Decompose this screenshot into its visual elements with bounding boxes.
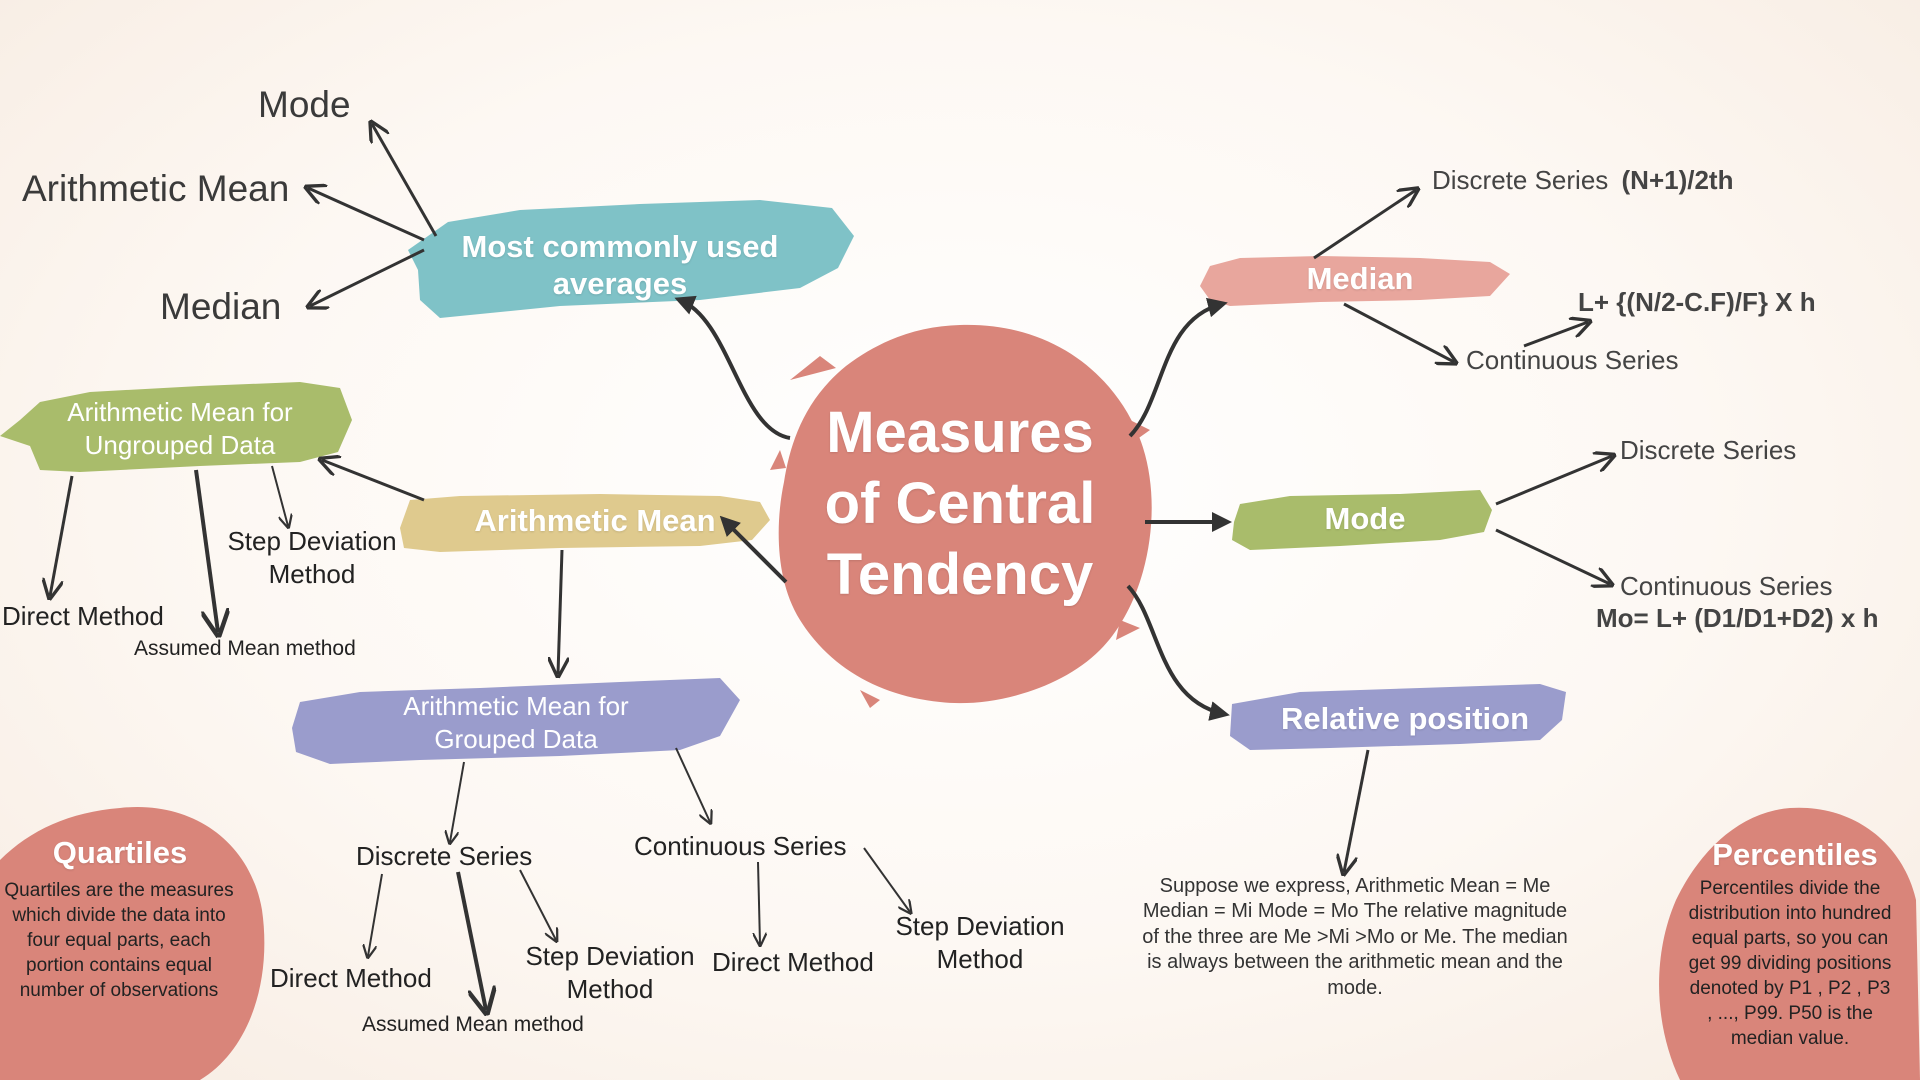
label-assumed-mean-2: Assumed Mean method: [362, 1013, 584, 1036]
arrow-center-to-median: [1128, 297, 1228, 438]
arrow-center-to-relative: [1126, 584, 1230, 721]
arrow-discrete-to-step: [519, 869, 556, 940]
arrow-am-to-grouped: [558, 549, 562, 674]
mode-formula: Mo= L+ (D1/D1+D2) x h: [1596, 603, 1879, 633]
arrow-grouped-to-discrete: [450, 761, 465, 842]
quartiles-blob: [0, 806, 265, 1080]
arrow-am-to-ungrouped: [322, 460, 425, 502]
brush-median: [1200, 256, 1510, 306]
median-discrete-formula: (N+1)/2th: [1621, 165, 1734, 195]
center-title-line-1: Measures: [826, 400, 1094, 465]
brush-relative: [1230, 684, 1566, 750]
label-step-deviation-2: Step Deviation Method: [525, 941, 695, 1004]
arrow-median-to-continuous: [1343, 302, 1454, 362]
percentiles-text: Percentiles divide the distribution into…: [1688, 878, 1892, 1050]
brush-ungrouped: [0, 382, 352, 472]
label-continuous-series-left: Continuous Series: [634, 831, 847, 861]
label-assumed-mean-1: Assumed Mean method: [134, 637, 356, 660]
arrow-mode-to-discrete: [1495, 456, 1612, 506]
relative-position-text: Suppose we express, Arithmetic Mean = Me…: [1142, 875, 1568, 999]
percentiles-title: Percentiles: [1712, 837, 1878, 872]
arrow-discrete-to-assumed: [456, 871, 486, 1010]
label-mode-continuous: Continuous Series: [1620, 571, 1833, 601]
quartiles-title: Quartiles: [52, 835, 188, 870]
brush-arith-mean: [400, 494, 770, 552]
brush-most-common: [408, 200, 854, 318]
label-median-top: Median: [160, 286, 282, 327]
brush-mode: [1232, 490, 1492, 550]
arrow-continuous-to-step: [863, 847, 910, 912]
arrow-center-to-arith: [719, 515, 788, 584]
arrow-ungrouped-to-direct: [50, 475, 74, 596]
median-continuous-formula: L+ {(N/2-C.F)/F} X h: [1578, 287, 1816, 317]
arrow-continuous-to-direct: [758, 861, 760, 944]
label-arithmetic-mean-top: Arithmetic Mean: [22, 168, 290, 209]
percentiles-blob: [1659, 807, 1920, 1080]
arrow-median-cont-to-formula: [1523, 322, 1588, 348]
node-am-ungrouped: Arithmetic Mean for Ungrouped Data: [67, 397, 293, 460]
center-title: Measures of Central Tendency: [780, 398, 1140, 610]
arrow-relative-to-text: [1344, 749, 1370, 872]
arrow-ungrouped-to-assumed: [194, 469, 218, 632]
arrow-to-mean: [308, 188, 425, 242]
node-median: Median: [1306, 261, 1414, 296]
arrow-mode-to-continuous: [1495, 528, 1610, 584]
label-median-discrete: Discrete Series (N+1)/2th: [1432, 164, 1733, 197]
center-title-line-3: Tendency: [826, 541, 1094, 607]
label-direct-method-3: Direct Method: [712, 947, 874, 977]
label-direct-method-2: Direct Method: [270, 963, 432, 993]
median-discrete-label: Discrete Series: [1432, 165, 1609, 195]
arrow-ungrouped-to-step: [271, 465, 288, 526]
center-title-line-2: of Central: [824, 470, 1096, 536]
label-mode-discrete: Discrete Series: [1620, 435, 1797, 465]
node-am-grouped: Arithmetic Mean for Grouped Data: [403, 691, 629, 754]
quartiles-text: Quartiles are the measures which divide …: [4, 880, 234, 1002]
arrow-center-to-most-common: [674, 295, 791, 440]
arrow-to-mode: [372, 124, 438, 237]
node-arithmetic-mean: Arithmetic Mean: [474, 503, 716, 538]
arrow-to-median: [310, 248, 425, 306]
arrow-discrete-to-direct: [368, 873, 383, 956]
arrow-median-to-discrete: [1313, 190, 1416, 260]
node-mode: Mode: [1324, 501, 1406, 536]
label-median-continuous: Continuous Series: [1466, 345, 1679, 375]
center-blob: [778, 324, 1152, 704]
label-step-deviation-3: Step Deviation Method: [895, 911, 1065, 974]
label-step-deviation-1: Step Deviation Method: [227, 526, 397, 589]
label-direct-method-1: Direct Method: [2, 601, 164, 631]
label-mode-top: Mode: [258, 84, 351, 125]
brush-grouped: [292, 678, 740, 764]
node-most-common: Most commonly used averages: [461, 229, 779, 302]
label-discrete-series-left: Discrete Series: [356, 841, 533, 871]
arrow-grouped-to-continuous: [675, 747, 710, 822]
node-relative-position: Relative position: [1280, 701, 1530, 736]
